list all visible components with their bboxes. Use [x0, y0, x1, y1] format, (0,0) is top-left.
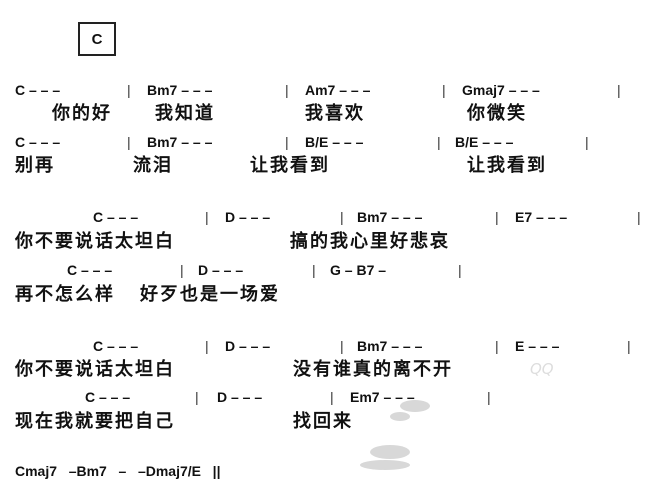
lyric-phrase: 找回来 — [293, 411, 353, 432]
lyric-phrase: 你不要说话太坦白 — [15, 231, 175, 252]
bar-line: | — [627, 338, 631, 354]
chord-measure: C – – – — [15, 134, 61, 150]
chord-measure: C – – – — [15, 82, 61, 98]
watermark-paw — [360, 460, 410, 470]
bar-line: | — [285, 134, 289, 150]
bar-line: | — [487, 389, 491, 405]
bar-line: | — [585, 134, 589, 150]
watermark-paw — [400, 400, 430, 412]
chord-measure: D – – – — [198, 262, 244, 278]
bar-line: | — [205, 338, 209, 354]
bar-line: | — [195, 389, 199, 405]
lyric-phrase: 我知道 — [155, 103, 215, 124]
bar-line: | — [437, 134, 441, 150]
lyric-phrase: 没有谁真的离不开 — [293, 359, 453, 380]
ending-chords: Cmaj7 –Bm7 – –Dmaj7/E || — [15, 463, 221, 479]
bar-line: | — [205, 209, 209, 225]
bar-line: | — [285, 82, 289, 98]
chord-measure: C – – – — [93, 209, 139, 225]
chord-measure: Bm7 – – – — [147, 82, 213, 98]
chord-measure: Em7 – – – — [350, 389, 415, 405]
chord-measure: E – – – — [515, 338, 560, 354]
chord-measure: Bm7 – – – — [357, 338, 423, 354]
bar-line: | — [340, 209, 344, 225]
bar-line: | — [127, 134, 131, 150]
lyric-phrase: 让我看到 — [250, 155, 330, 176]
lyric-phrase: 搞的我心里好悲哀 — [290, 231, 450, 252]
watermark-qq: QQ — [530, 360, 554, 378]
chord-measure: D – – – — [225, 209, 271, 225]
chord-measure: G – B7 – — [330, 262, 387, 278]
lyric-phrase: 你的好 — [52, 103, 112, 124]
chord-measure: Am7 – – – — [305, 82, 371, 98]
lyric-phrase: 你不要说话太坦白 — [15, 359, 175, 380]
lyric-phrase: 再不怎么样 — [15, 284, 115, 305]
chord-measure: Bm7 – – – — [357, 209, 423, 225]
lyric-phrase: 好歹也是一场爱 — [140, 284, 280, 305]
chord-measure: Gmaj7 – – – — [462, 82, 540, 98]
chord-measure: Bm7 – – – — [147, 134, 213, 150]
bar-line: | — [312, 262, 316, 278]
lyric-phrase: 现在我就要把自己 — [15, 411, 175, 432]
bar-line: | — [340, 338, 344, 354]
bar-line: | — [442, 82, 446, 98]
watermark-paw — [370, 445, 410, 459]
bar-line: | — [330, 389, 334, 405]
chord-measure: D – – – — [217, 389, 263, 405]
bar-line: | — [127, 82, 131, 98]
bar-line: | — [617, 82, 621, 98]
lyric-phrase: 流泪 — [133, 155, 173, 176]
chord-measure: D – – – — [225, 338, 271, 354]
lyric-phrase: 我喜欢 — [305, 103, 365, 124]
bar-line: | — [180, 262, 184, 278]
watermark-paw — [390, 412, 410, 421]
lyric-phrase: 别再 — [15, 155, 55, 176]
chord-measure: C – – – — [93, 338, 139, 354]
chord-measure: C – – – — [67, 262, 113, 278]
bar-line: | — [458, 262, 462, 278]
chord-measure: E7 – – – — [515, 209, 568, 225]
chord-measure: C – – – — [85, 389, 131, 405]
bar-line: | — [637, 209, 641, 225]
chord-measure: B/E – – – — [305, 134, 364, 150]
bar-line: | — [495, 209, 499, 225]
lyric-phrase: 让我看到 — [467, 155, 547, 176]
lyric-phrase: 你微笑 — [467, 103, 527, 124]
chord-measure: B/E – – – — [455, 134, 514, 150]
bar-line: | — [495, 338, 499, 354]
key-box: C — [78, 22, 116, 56]
